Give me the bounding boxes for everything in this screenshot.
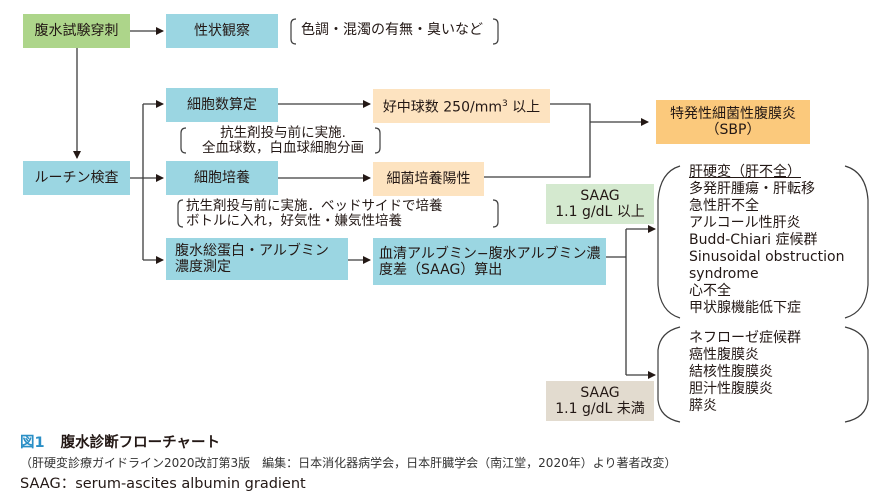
list-item: ネフローゼ症候群 [689, 330, 801, 346]
cell-count-note: 抗生剤投与前に実施. 全血球数，白血球細胞分画 [190, 126, 376, 156]
culture-positive-box: 細菌培養陽性 [373, 162, 484, 196]
list-item: Budd-Chiari 症候群 [689, 232, 818, 248]
figure-source: （肝硬変診療ガイドライン2020改訂第3版 編集：日本消化器病学会，日本肝臓学会… [20, 456, 677, 470]
neutrophil-box: 好中球数 250/mm3 以上 [373, 89, 550, 123]
saag-calc-box: 血清アルブミン−腹水アルブミン濃度差（SAAG）算出 [373, 238, 606, 285]
high-saag-cause-list: 肝硬変（肝不全） 多発肝腫瘍・肝転移 急性肝不全 アルコール性肝炎 Budd-C… [689, 164, 844, 317]
bracket-left-culturenote [177, 199, 184, 228]
bracket-left-cellnote [180, 127, 187, 154]
list-item: 膵炎 [689, 398, 717, 414]
sbp-label-line2: （SBP） [705, 122, 761, 138]
culture-note-line1: 抗生剤投与前に実施．ベッドサイドで培養 [186, 198, 443, 214]
saag-low-line2: 1.1 g/dL 未満 [555, 401, 645, 417]
sbp-box: 特発性細菌性腹膜炎 （SBP） [656, 100, 810, 144]
paracentesis-label: 腹水試験穿刺 [34, 23, 119, 39]
figure-title: 腹水診断フローチャート [60, 435, 220, 451]
observation-note: 色調・混濁の有無・臭いなど [301, 22, 483, 38]
paracentesis-box: 腹水試験穿刺 [23, 14, 130, 48]
saag-high-line2: 1.1 g/dL 以上 [555, 204, 645, 220]
cell-count-label: 細胞数算定 [187, 97, 257, 113]
observation-box: 性状観察 [166, 14, 278, 48]
list-item: 甲状腺機能低下症 [689, 300, 801, 316]
bracket-right-culturenote [492, 199, 499, 228]
saag-high-line1: SAAG [580, 188, 620, 204]
list-item: 結核性腹膜炎 [689, 364, 773, 380]
figure-caption-title: 図1 腹水診断フローチャート [20, 431, 220, 452]
culture-note: 抗生剤投与前に実施．ベッドサイドで培養 ボトルに入れ，好気性・嫌気性培養 [186, 199, 443, 229]
figure-label: 図1 [20, 435, 45, 451]
cell-count-note-line1: 抗生剤投与前に実施. [220, 125, 346, 141]
list-item: 急性肝不全 [689, 198, 759, 214]
bracket-left-high [657, 165, 681, 319]
protein-label: 腹水総蛋白・アルブミン濃度測定 [175, 243, 329, 275]
saag-calc-label: 血清アルブミン−腹水アルブミン濃度差（SAAG）算出 [379, 245, 601, 278]
low-saag-cause-list: ネフローゼ症候群 癌性腹膜炎 結核性腹膜炎 胆汁性腹膜炎 膵炎 [689, 330, 801, 415]
culture-box: 細胞培養 [166, 161, 278, 195]
list-item: 胆汁性腹膜炎 [689, 381, 773, 397]
merge-to-sbp [484, 103, 591, 178]
list-item: 肝硬変（肝不全） [689, 164, 801, 180]
routine-label: ルーチン検査 [34, 170, 119, 186]
bracket-right-cellnote [374, 127, 381, 154]
list-item: 心不全 [689, 283, 731, 299]
neutrophil-superscript: 3 [501, 99, 508, 110]
list-item: Sinusoidal obstruction [689, 249, 845, 265]
bracket-left-low [657, 326, 681, 423]
list-item: 多発肝腫瘍・肝転移 [689, 181, 815, 197]
saag-high-box: SAAG 1.1 g/dL 以上 [546, 184, 654, 224]
culture-label: 細胞培養 [194, 170, 250, 186]
routine-box: ルーチン検査 [23, 161, 130, 195]
cell-count-note-line2: 全血球数，白血球細胞分画 [202, 140, 364, 156]
bracket-right-high [844, 165, 869, 319]
neutrophil-suffix: 以上 [507, 99, 541, 116]
bracket-left-observation [290, 18, 297, 45]
saag-low-line1: SAAG [580, 385, 620, 401]
figure-abbreviation: SAAG：serum-ascites albumin gradient [20, 476, 306, 492]
sbp-label-line1: 特発性細菌性腹膜炎 [670, 106, 796, 122]
neutrophil-label: 好中球数 250/mm3 以上 [383, 96, 540, 116]
bracket-right-low [844, 326, 869, 423]
cell-count-box: 細胞数算定 [166, 88, 278, 122]
observation-label: 性状観察 [194, 23, 250, 39]
list-item: syndrome [689, 266, 759, 282]
list-item: アルコール性肝炎 [689, 215, 801, 231]
protein-box: 腹水総蛋白・アルブミン濃度測定 [166, 238, 348, 280]
neutrophil-text: 好中球数 250/mm [382, 99, 502, 116]
culture-note-line2: ボトルに入れ，好気性・嫌気性培養 [186, 213, 402, 229]
list-item: 癌性腹膜炎 [689, 347, 759, 363]
saag-low-box: SAAG 1.1 g/dL 未満 [546, 381, 654, 421]
culture-positive-label: 細菌培養陽性 [386, 171, 471, 187]
bracket-right-observation [492, 18, 499, 45]
